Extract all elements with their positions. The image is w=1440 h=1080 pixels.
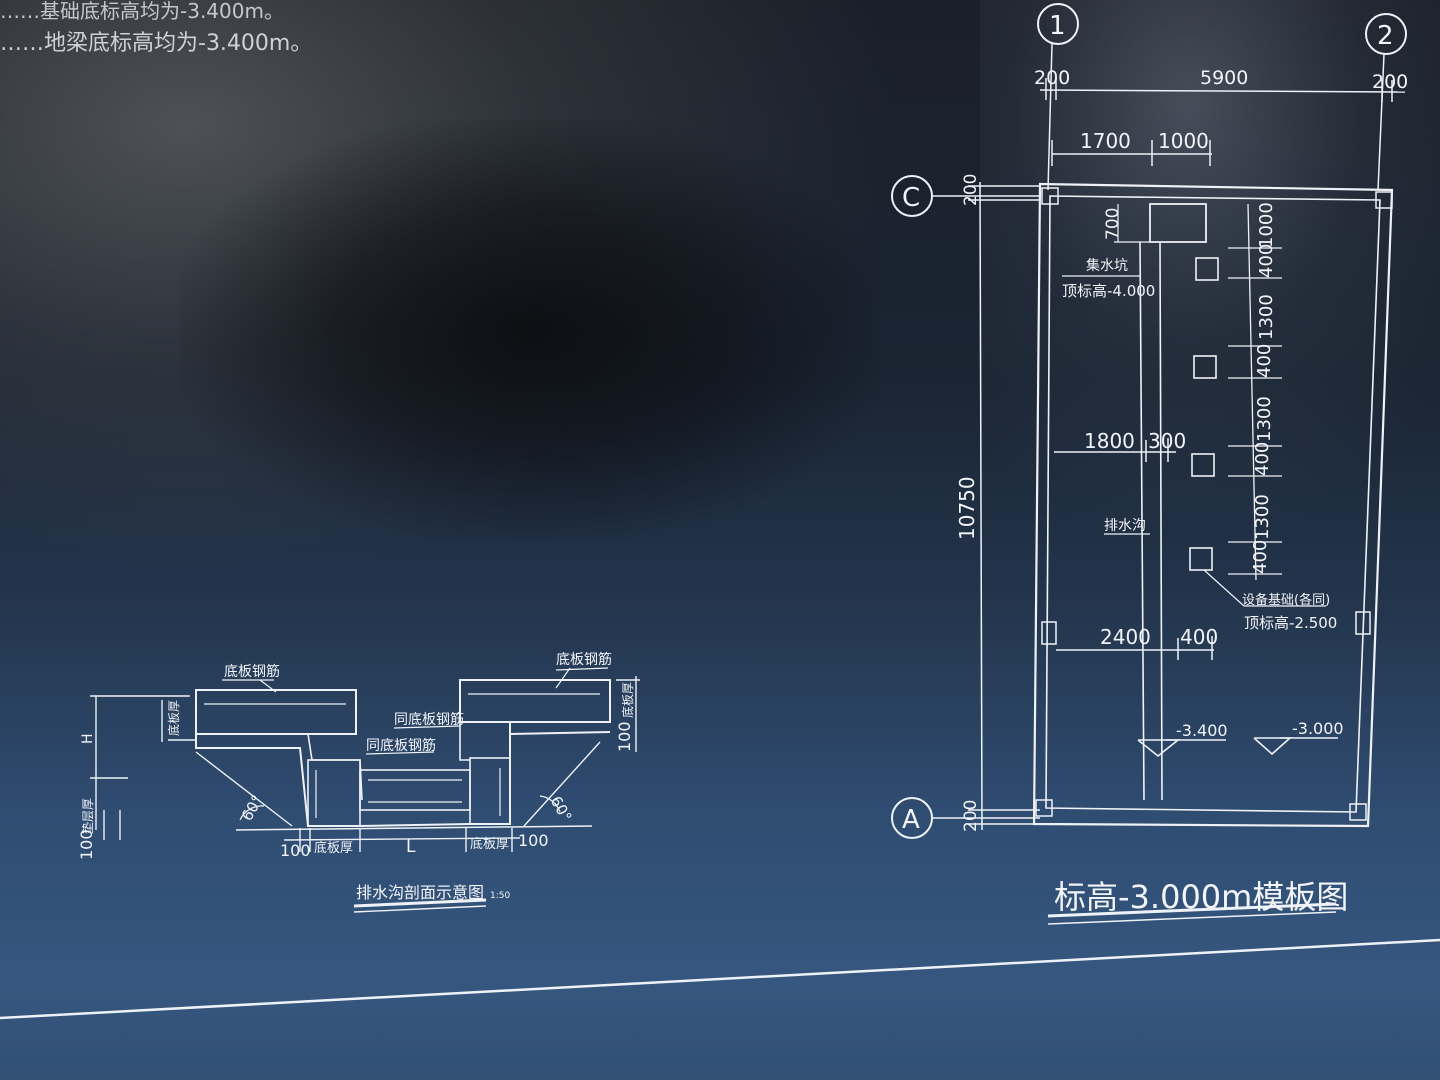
label-slab-rebar-left: 底板钢筋	[224, 663, 280, 680]
axis-label-2: 2	[1377, 21, 1394, 51]
axis-line-1	[1047, 43, 1053, 191]
dim-right-400-4: 400	[1250, 540, 1271, 574]
dim-2400: 2400	[1100, 625, 1151, 649]
dim-top-200-right: 200	[1372, 71, 1408, 93]
equipment-base-2	[1193, 355, 1217, 379]
label-slab-thickness-left: 底板厚	[166, 700, 181, 736]
dim-top-5900: 5900	[1200, 67, 1248, 89]
label-H: H	[80, 733, 96, 744]
dim-300: 300	[1148, 429, 1186, 453]
elev-marker-1	[1137, 739, 1181, 758]
trench-line-left	[1139, 241, 1145, 801]
trench-section-labels: 底板钢筋 底板钢筋 同底板钢筋 同底板钢筋 底板厚 底板厚 100 H 100 …	[77, 651, 635, 902]
axis-bubble-1	[1037, 3, 1079, 45]
note-line-1: ……基础底标高均为-3.400m。	[0, 0, 284, 23]
dim-right-400-2: 400	[1254, 344, 1275, 378]
dim-left-10750: 10750	[955, 476, 979, 540]
dim-100-right: 100	[615, 721, 634, 752]
sump-label: 集水坑	[1086, 257, 1128, 274]
equipment-label: 设备基础(各同)	[1242, 592, 1330, 608]
axis-bubble-2	[1365, 13, 1407, 55]
dim-bottom-100-right: 100	[518, 831, 549, 850]
section-scale: 1:50	[490, 891, 510, 901]
trench-line-right	[1159, 241, 1163, 801]
dim-1000: 1000	[1158, 129, 1209, 153]
equipment-elevation: 顶标高-2.500	[1244, 614, 1337, 632]
slab-outline-outer	[1032, 182, 1394, 828]
elev-marker-2	[1253, 737, 1293, 756]
axis-label-1: 1	[1049, 11, 1066, 41]
elevation-label-2: -3.000	[1292, 719, 1344, 738]
dim-400: 400	[1180, 625, 1218, 649]
dim-top-200-left: 200	[1034, 67, 1070, 89]
plan-view	[891, 3, 1407, 925]
elevation-label-1: -3.400	[1176, 721, 1228, 740]
angle-right: 60°	[547, 793, 576, 825]
dim-1800: 1800	[1084, 429, 1135, 453]
dim-right-400-1: 400	[1256, 244, 1277, 278]
trench-section	[90, 667, 640, 913]
label-slab-rebar-right: 底板钢筋	[556, 651, 612, 668]
angle-left: 60°	[238, 792, 267, 824]
plan-labels: 1 2 C A 200 5900 200 1700 1000 200 10750…	[902, 11, 1408, 916]
dim-left-200-bottom: 200	[961, 800, 981, 832]
dim-1700: 1700	[1080, 129, 1131, 153]
dim-right-1300-1: 1300	[1256, 294, 1277, 340]
dim-bottom-L: L	[406, 837, 416, 857]
label-same-slab-rebar-2: 同底板钢筋	[366, 737, 436, 754]
dim-700: 700	[1103, 208, 1123, 240]
dim-left-200-top: 200	[961, 174, 981, 206]
plan-title: 标高-3.000m模板图	[1054, 878, 1348, 916]
sump-pit	[1149, 203, 1207, 243]
label-same-slab-rebar-1: 同底板钢筋	[394, 711, 464, 728]
axis-line-2	[1377, 53, 1385, 191]
sump-elevation: 顶标高-4.000	[1062, 282, 1155, 300]
dim-right-400-3: 400	[1252, 442, 1273, 476]
drawing-frame-edge	[0, 938, 1440, 1020]
axis-label-A: A	[902, 805, 920, 835]
section-title: 排水沟剖面示意图	[356, 883, 484, 902]
dim-right-1000: 1000	[1256, 202, 1277, 248]
equipment-base-4	[1189, 547, 1213, 571]
slab-outline-inner	[1045, 195, 1381, 813]
dim-bottom-slab-right: 底板厚	[470, 836, 509, 852]
equipment-base-1	[1195, 257, 1219, 281]
dim-bottom-100-left: 100	[280, 841, 311, 860]
label-100-left: 100	[77, 829, 96, 860]
label-slab-thickness-right: 底板厚	[620, 682, 635, 718]
note-line-2: ……地梁底标高均为-3.400m。	[0, 31, 312, 56]
equipment-base-3	[1191, 453, 1215, 477]
dim-bottom-slab-left: 底板厚	[314, 840, 353, 856]
dim-right-1300-2: 1300	[1254, 396, 1275, 442]
label-bedding-thickness: 垫层厚	[80, 798, 95, 834]
axis-label-C: C	[902, 183, 920, 213]
dim-line-top	[1039, 89, 1406, 93]
trench-label: 排水沟	[1104, 518, 1146, 534]
dim-right-1300-3: 1300	[1252, 494, 1273, 540]
